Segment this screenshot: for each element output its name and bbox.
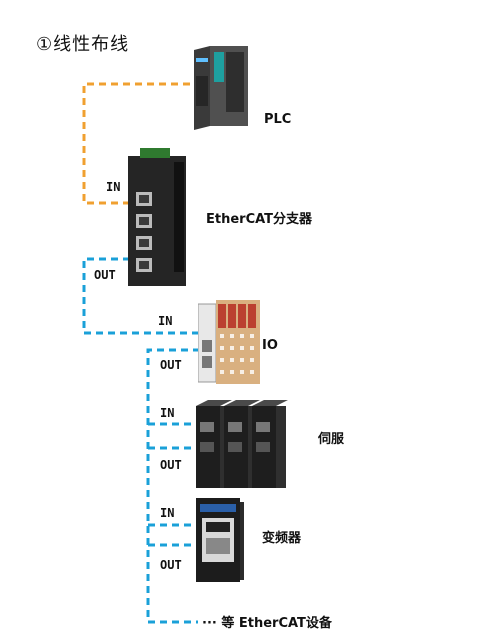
io-out-label: OUT <box>160 358 182 372</box>
io-out-wire <box>146 348 200 624</box>
servo-label: 伺服 <box>318 432 345 447</box>
io-label: IO <box>262 338 278 353</box>
plc-to-splitter-wire <box>82 82 190 205</box>
io-module-icon <box>198 300 260 384</box>
inverter-out-label: OUT <box>160 558 182 572</box>
plc-label: PLC <box>264 112 292 127</box>
ethercat-splitter-icon <box>128 148 186 286</box>
splitter-label: EtherCAT分支器 <box>206 212 313 227</box>
servo-out-label: OUT <box>160 458 182 472</box>
io-in-label: IN <box>158 314 173 328</box>
page-title: ①线性布线 <box>36 34 130 55</box>
splitter-out-label: OUT <box>94 268 116 282</box>
inverter-label: 变频器 <box>262 531 302 546</box>
more-devices-label: ··· 等 EtherCAT设备 <box>202 616 332 631</box>
servo-in-label: IN <box>160 406 175 420</box>
inverter-in-label: IN <box>160 506 175 520</box>
inverter-icon <box>196 498 244 582</box>
plc-device-icon <box>194 46 248 130</box>
servo-drives-icon <box>196 400 288 488</box>
splitter-in-label: IN <box>106 180 121 194</box>
